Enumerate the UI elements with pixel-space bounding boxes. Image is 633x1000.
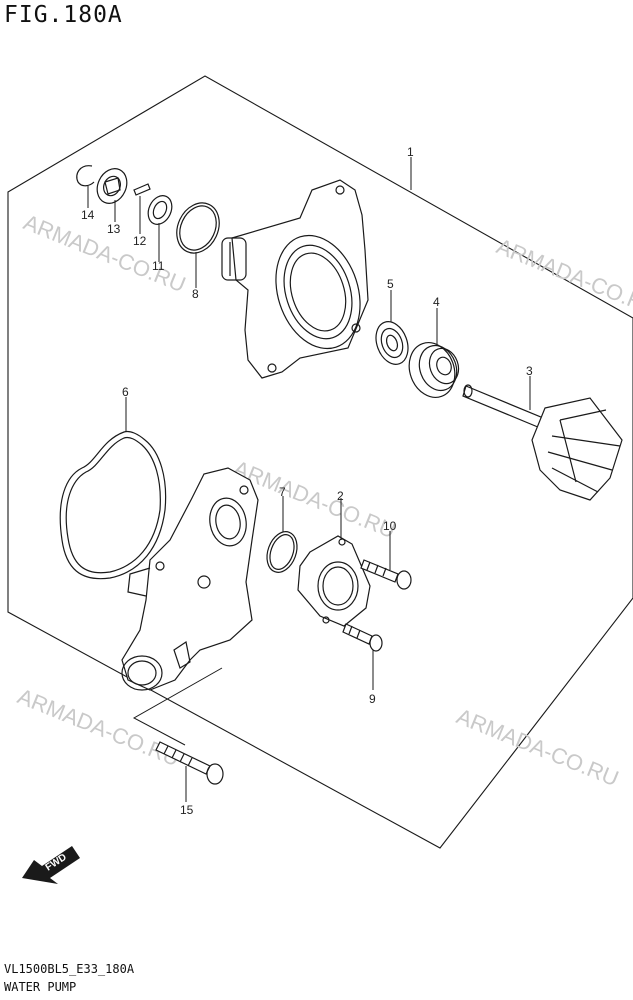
part-label-10: 10 [383, 519, 397, 533]
pin-12 [133, 183, 151, 196]
part-label-1: 1 [407, 145, 414, 159]
pump-housing [121, 467, 259, 691]
part-label-7: 7 [279, 485, 286, 499]
part-label-4: 4 [433, 295, 440, 309]
seal-5 [375, 321, 409, 365]
assembly-divider [132, 667, 223, 746]
figure-title: FIG.180A [4, 2, 123, 28]
watermark-4: ARMADA-CO.RU [14, 683, 183, 771]
part-label-6: 6 [122, 385, 129, 399]
part-label-9: 9 [369, 692, 376, 706]
bolt-10 [360, 559, 412, 590]
mechanical-seal-4 [408, 342, 460, 398]
part-label-8: 8 [192, 287, 199, 301]
part-label-14: 14 [81, 208, 95, 222]
o-ring-8 [176, 202, 220, 254]
watermark-5: ARMADA-CO.RU [453, 703, 622, 791]
bolt-9 [342, 623, 383, 652]
part-label-12: 12 [133, 234, 147, 248]
part-label-2: 2 [337, 489, 344, 503]
bolt-15 [155, 741, 224, 785]
fwd-arrow-icon: FWD [22, 846, 80, 884]
part-label-15: 15 [180, 803, 194, 817]
figure-code: VL1500BL5_E33_180A [4, 962, 135, 976]
part-label-13: 13 [107, 222, 121, 236]
part-label-11: 11 [152, 259, 165, 273]
pump-cover [221, 179, 369, 379]
o-ring-7 [266, 531, 298, 573]
fitting-2 [297, 535, 371, 627]
gear-13 [96, 168, 128, 204]
part-label-3: 3 [526, 364, 533, 378]
impeller-shaft-3 [462, 384, 623, 501]
circlip-14 [76, 165, 95, 187]
watermark-2: ARMADA-CO.RU [493, 233, 633, 321]
washer-11 [147, 195, 173, 225]
part-label-5: 5 [387, 277, 394, 291]
assembly-frame [7, 75, 633, 849]
part-numbers: 1 2 3 4 5 6 7 8 9 10 11 12 13 14 15 [81, 145, 533, 817]
gasket-6 [59, 430, 167, 580]
leader-lines [87, 157, 531, 802]
figure-name: WATER PUMP [4, 980, 77, 994]
